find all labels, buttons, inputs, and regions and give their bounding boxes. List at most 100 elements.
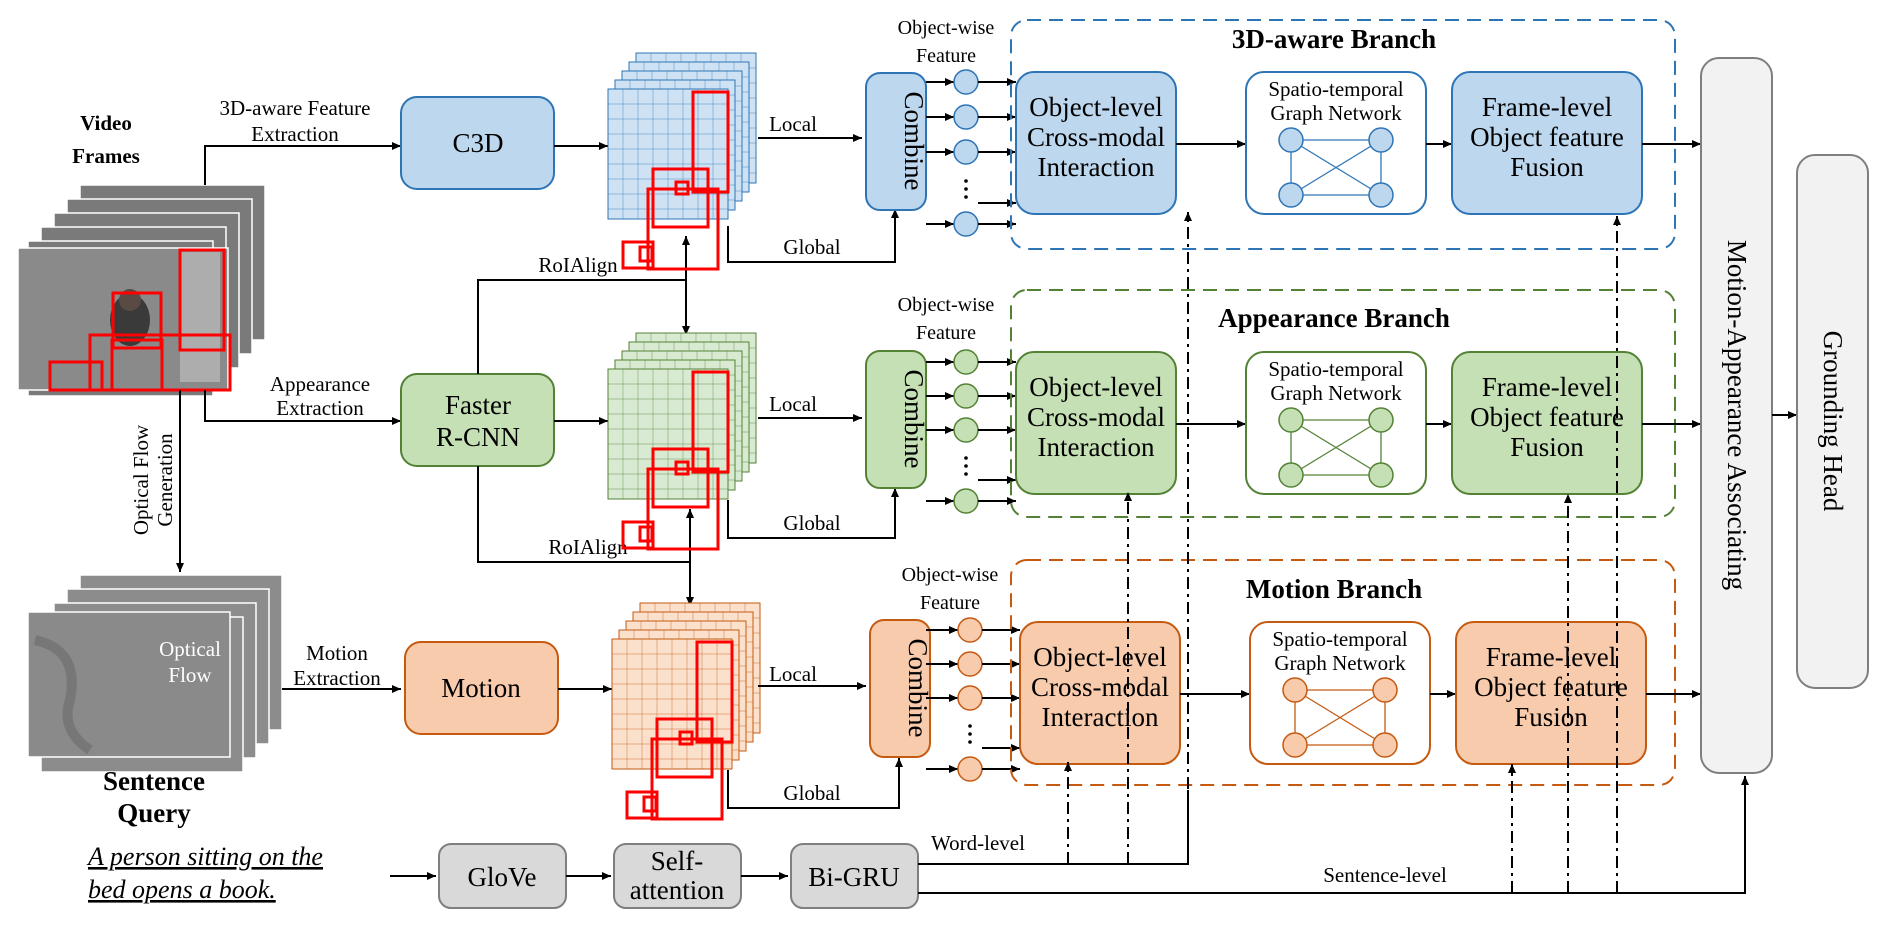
svg-text:Flow: Flow xyxy=(168,663,212,687)
svg-text:Fusion: Fusion xyxy=(1510,152,1584,182)
svg-text:Extraction: Extraction xyxy=(251,122,339,146)
svg-text:Object-level: Object-level xyxy=(1029,372,1162,402)
svg-text:bed opens a book.: bed opens a book. xyxy=(88,875,276,904)
svg-text:Sentence: Sentence xyxy=(103,766,205,796)
sentence-query-heading: Sentence Query xyxy=(103,766,205,828)
glove-node: GloVe xyxy=(438,843,567,909)
svg-text:Combine: Combine xyxy=(903,639,933,738)
local-global-top: Local Global xyxy=(727,112,899,263)
svg-text:Motion: Motion xyxy=(306,641,368,665)
svg-text:Object feature: Object feature xyxy=(1474,672,1628,702)
svg-text:3D-aware Feature: 3D-aware Feature xyxy=(220,96,371,120)
svg-text:Interaction: Interaction xyxy=(1038,152,1155,182)
object-feature-nodes xyxy=(926,69,1020,782)
svg-text:Frame-level: Frame-level xyxy=(1486,642,1616,672)
svg-text:Graph Network: Graph Network xyxy=(1270,101,1402,125)
svg-text:RoIAlign: RoIAlign xyxy=(538,253,618,277)
faster-rcnn-node: Faster R-CNN xyxy=(400,373,555,467)
svg-text:Local: Local xyxy=(769,662,817,686)
feature-map-motion xyxy=(611,602,761,821)
svg-text:Extraction: Extraction xyxy=(293,666,381,690)
svg-text:Faster: Faster xyxy=(445,390,511,420)
svg-text:Cross-modal: Cross-modal xyxy=(1027,122,1165,152)
svg-text:Motion Branch: Motion Branch xyxy=(1246,574,1422,604)
svg-text:A person sitting on the: A person sitting on the xyxy=(86,842,323,871)
object-nodes-appearance xyxy=(926,349,1016,514)
svg-text:Combine: Combine xyxy=(899,370,929,469)
motion-node: Motion xyxy=(404,641,559,735)
roialign-top: RoIAlign xyxy=(477,236,690,374)
svg-text:Motion-Appearance Associating: Motion-Appearance Associating xyxy=(1722,240,1752,590)
grounding-head-node: Grounding Head xyxy=(1796,154,1869,689)
svg-text:Object feature: Object feature xyxy=(1470,402,1624,432)
svg-text:RoIAlign: RoIAlign xyxy=(548,535,628,559)
edge-optical-flow-generation: Optical Flow Generation xyxy=(129,390,184,572)
optical-flow-stack: Optical Flow xyxy=(27,574,283,773)
word-level-edges: Word-level xyxy=(918,212,1192,865)
object-nodes-motion xyxy=(926,617,1020,782)
svg-text:Bi-GRU: Bi-GRU xyxy=(808,862,900,892)
svg-text:Local: Local xyxy=(769,112,817,136)
edge-video-to-c3d: 3D-aware Feature Extraction xyxy=(204,96,401,185)
feature-maps xyxy=(607,52,761,821)
svg-text:Frame-level: Frame-level xyxy=(1482,92,1612,122)
svg-text:Video: Video xyxy=(80,111,132,135)
self-attention-node: Self- attention xyxy=(613,843,742,909)
svg-text:Spatio-temporal: Spatio-temporal xyxy=(1268,357,1403,381)
branch-motion: Motion Branch xyxy=(1010,559,1676,786)
svg-text:Global: Global xyxy=(783,511,840,535)
svg-text:Query: Query xyxy=(117,798,191,828)
svg-text:Self-: Self- xyxy=(651,846,703,876)
svg-text:Graph Network: Graph Network xyxy=(1270,381,1402,405)
svg-text:Cross-modal: Cross-modal xyxy=(1027,402,1165,432)
svg-text:Local: Local xyxy=(769,392,817,416)
svg-text:Sentence-level: Sentence-level xyxy=(1323,863,1447,887)
feature-map-3d xyxy=(607,52,757,271)
local-global-mid: Local Global xyxy=(727,392,899,539)
branch-3d-aware: 3D-aware Branch xyxy=(1010,19,1676,250)
svg-text:Object-wise: Object-wise xyxy=(898,294,995,316)
object-wise-label-app: Object-wise Feature xyxy=(898,294,995,344)
svg-text:Spatio-temporal: Spatio-temporal xyxy=(1268,77,1403,101)
sentence-level-edges: Sentence-level xyxy=(918,216,1749,894)
object-wise-label-mot: Object-wise Feature xyxy=(902,564,999,614)
edge-video-to-faster-rcnn: Appearance Extraction xyxy=(204,372,401,425)
query-sentence-text: A person sitting on the bed opens a book… xyxy=(86,842,323,904)
svg-text:Object-level: Object-level xyxy=(1029,92,1162,122)
svg-text:Combine: Combine xyxy=(899,92,929,191)
svg-text:R-CNN: R-CNN xyxy=(436,422,520,452)
svg-text:Feature: Feature xyxy=(916,322,976,344)
svg-text:Global: Global xyxy=(783,235,840,259)
svg-text:Object-level: Object-level xyxy=(1033,642,1166,672)
svg-text:Spatio-temporal: Spatio-temporal xyxy=(1272,627,1407,651)
svg-text:Appearance: Appearance xyxy=(270,372,370,396)
branch-appearance: Appearance Branch xyxy=(1010,289,1676,518)
video-frames-heading: Video Frames xyxy=(72,111,140,168)
svg-text:Grounding Head: Grounding Head xyxy=(1818,331,1848,512)
c3d-node: C3D xyxy=(400,96,555,190)
svg-text:Extraction: Extraction xyxy=(276,396,364,420)
svg-text:Interaction: Interaction xyxy=(1042,702,1159,732)
object-nodes-3d xyxy=(926,69,1016,237)
svg-text:Fusion: Fusion xyxy=(1514,702,1588,732)
edge-flow-to-motion: Motion Extraction xyxy=(282,641,401,693)
combine-node-3d: Combine xyxy=(865,72,929,211)
svg-text:Feature: Feature xyxy=(916,45,976,67)
svg-text:Frame-level: Frame-level xyxy=(1482,372,1612,402)
bigru-node: Bi-GRU xyxy=(790,843,919,909)
svg-text:Fusion: Fusion xyxy=(1510,432,1584,462)
svg-text:attention: attention xyxy=(630,875,725,905)
svg-text:Motion: Motion xyxy=(441,673,521,703)
svg-text:Appearance Branch: Appearance Branch xyxy=(1218,303,1450,333)
svg-text:Frames: Frames xyxy=(72,144,140,168)
svg-text:Object feature: Object feature xyxy=(1470,122,1624,152)
svg-text:GloVe: GloVe xyxy=(468,862,537,892)
